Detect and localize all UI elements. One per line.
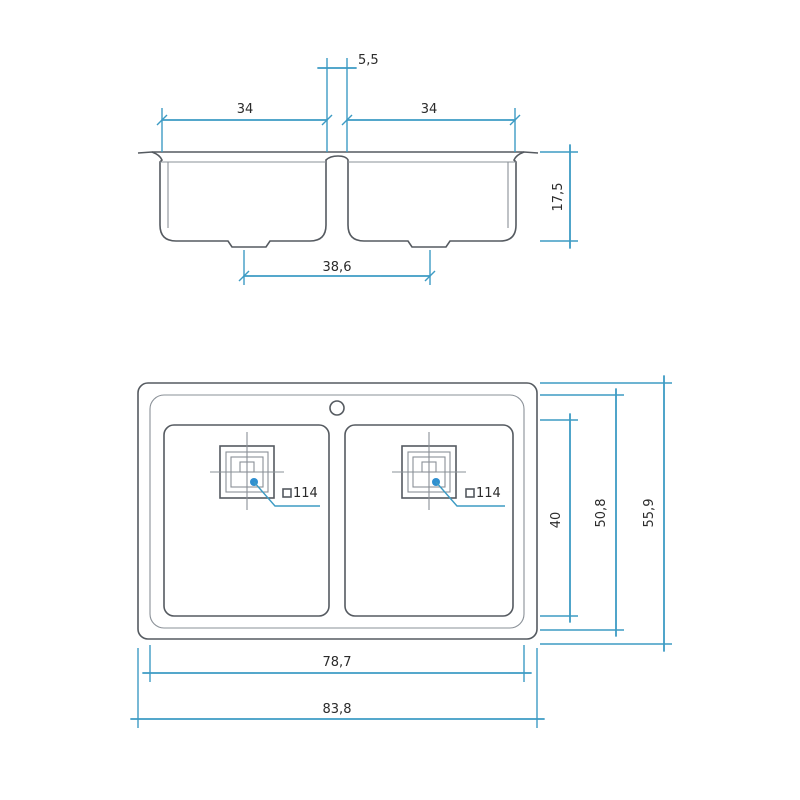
drain-label-left: 114: [293, 486, 318, 501]
dim-left-bowl-width: 34: [156, 58, 333, 152]
top-outer-rim: [137, 382, 538, 640]
dim-label-divider-gap: 5,5: [358, 53, 379, 68]
square-size-icon: [282, 488, 292, 498]
dim-label-inner-width: 78,7: [323, 655, 352, 670]
dim-inner-depth: 50,8: [540, 388, 624, 637]
dim-label-bowl-depth: 40: [549, 512, 564, 529]
right-bowl: [344, 424, 514, 617]
square-size-icon: [465, 488, 475, 498]
dim-label-left-bowl-width: 34: [237, 102, 254, 117]
dim-label-outer-width: 83,8: [323, 702, 352, 717]
dim-bowl-depth: 40: [540, 413, 578, 623]
side-rim: [137, 151, 539, 248]
dim-outer-depth: 55,9: [540, 375, 672, 652]
right-drain: 114: [392, 432, 505, 510]
top-view: 114 114 40 50,8: [130, 375, 672, 728]
tap-hole-icon: [329, 400, 345, 416]
left-drain: 114: [210, 432, 320, 510]
dim-divider-gap: 5,5: [317, 53, 379, 152]
side-view: 34 5,5 34 17,5: [137, 53, 578, 285]
dim-depth: 17,5: [540, 144, 578, 249]
top-inner-rim: [149, 394, 525, 629]
dim-label-drain-spacing: 38,6: [323, 260, 352, 275]
dim-label-inner-depth: 50,8: [594, 499, 609, 528]
dim-drain-spacing: 38,6: [238, 250, 436, 285]
left-bowl: [163, 424, 330, 617]
dim-outer-width: 83,8: [130, 648, 545, 728]
dim-label-right-bowl-width: 34: [421, 102, 438, 117]
dim-right-bowl-width: 34: [341, 102, 521, 152]
dim-label-outer-depth: 55,9: [642, 499, 657, 528]
drain-label-right: 114: [476, 486, 501, 501]
dim-label-depth: 17,5: [551, 183, 566, 212]
dim-inner-width: 78,7: [142, 645, 532, 682]
